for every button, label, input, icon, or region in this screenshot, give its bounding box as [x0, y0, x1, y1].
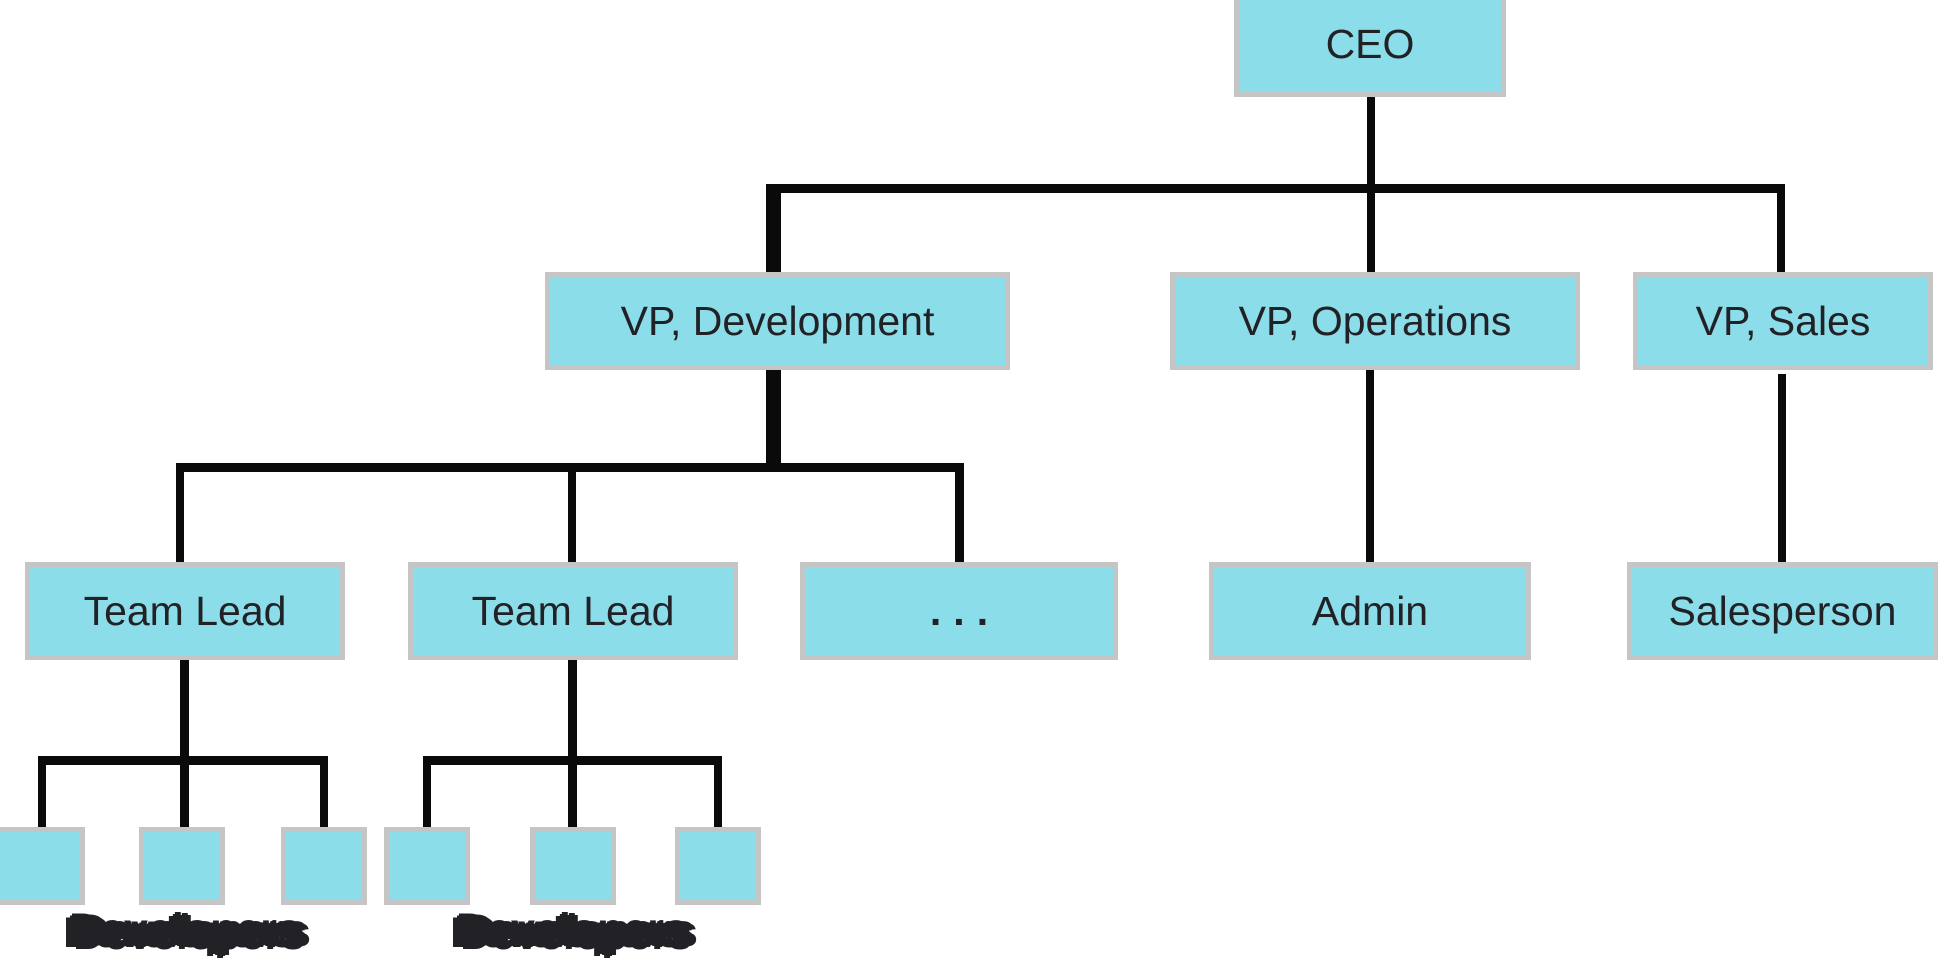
node-team-lead-2: Team Lead — [408, 562, 738, 660]
node-admin-label: Admin — [1311, 587, 1429, 634]
node-vp-sales: VP, Sales — [1633, 272, 1933, 370]
connector-more-drop — [955, 463, 964, 563]
connector-admin-drop — [1366, 369, 1374, 563]
node-team-lead-2-label: Team Lead — [471, 587, 675, 634]
developers-group-1-label: Developers — [67, 907, 299, 955]
node-developer-box-4 — [384, 827, 470, 905]
node-vp-development-label: VP, Development — [620, 297, 935, 344]
node-vp-sales-label: VP, Sales — [1695, 297, 1871, 344]
node-ceo: CEO — [1234, 0, 1506, 97]
node-admin: Admin — [1209, 562, 1531, 660]
connector-dev-box-1-drop — [38, 756, 46, 828]
node-developer-box-2 — [139, 827, 225, 905]
connector-team-lead-2-drop — [568, 471, 576, 563]
node-developer-box-3 — [281, 827, 367, 905]
node-team-lead-1: Team Lead — [25, 562, 345, 660]
node-vp-operations-label: VP, Operations — [1238, 297, 1512, 344]
connector-team-lead-1-down — [180, 659, 189, 828]
node-ceo-label: CEO — [1325, 21, 1415, 67]
connector-level3a-horizontal — [38, 756, 328, 765]
developers-group-2-label: Developers — [454, 907, 686, 955]
connector-ceo-drop — [1367, 97, 1375, 186]
node-more-label: ... — [929, 587, 1001, 634]
node-vp-operations: VP, Operations — [1170, 272, 1580, 370]
node-developer-box-1 — [0, 827, 85, 905]
connector-vp-sales-drop — [1777, 191, 1785, 274]
connector-dev-box-3-drop — [320, 756, 328, 828]
connector-vp-development-drop — [766, 184, 781, 274]
connector-dev-box-6-drop — [714, 756, 722, 828]
node-salesperson-label: Salesperson — [1668, 587, 1897, 634]
node-developer-box-5 — [530, 827, 616, 905]
connector-dev-box-4-drop — [423, 756, 431, 828]
node-developer-box-6 — [675, 827, 761, 905]
node-more: ... — [800, 562, 1118, 660]
node-vp-development: VP, Development — [545, 272, 1010, 370]
node-salesperson: Salesperson — [1627, 562, 1938, 660]
connector-salesperson-drop — [1778, 374, 1786, 563]
connector-vp-development-down — [766, 369, 781, 464]
connector-level2-horizontal — [176, 463, 964, 472]
connector-level3b-horizontal — [423, 756, 722, 765]
connector-team-lead-1-drop — [176, 463, 184, 563]
node-team-lead-1-label: Team Lead — [83, 587, 287, 634]
connector-level1-horizontal — [766, 184, 1785, 193]
connector-team-lead-2-down — [568, 659, 577, 828]
connector-vp-operations-drop — [1367, 186, 1375, 274]
